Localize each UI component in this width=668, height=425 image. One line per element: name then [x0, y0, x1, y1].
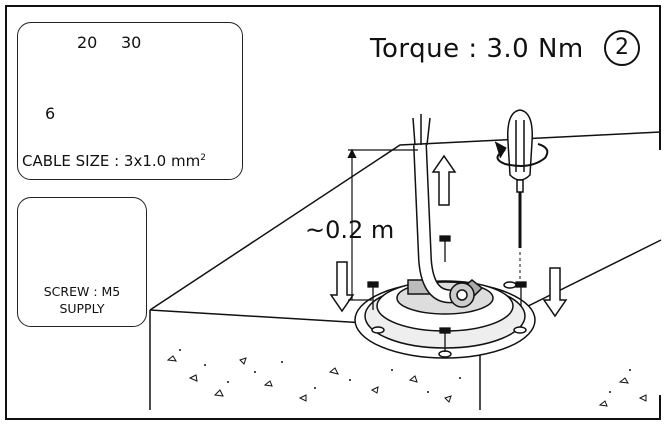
distance-dimension	[347, 148, 418, 301]
screw-icon-base	[367, 235, 527, 352]
distance-label: ~0.2 m	[305, 216, 395, 244]
screw-label-line2: SUPPLY	[59, 301, 105, 316]
cable-size-exponent: 2	[200, 153, 206, 163]
up-arrow-icon	[431, 154, 457, 206]
screw-label-line1: SCREW : M5	[43, 284, 121, 299]
torque-label: Torque : 3.0 Nm	[370, 34, 584, 64]
rotation-arrow-icon	[494, 141, 549, 167]
down-arrow-icon	[329, 261, 568, 318]
cable-size-label: CABLE SIZE : 3x1.0 mm2	[22, 152, 206, 170]
cable-size-text: CABLE SIZE : 3x1.0 mm	[22, 152, 201, 170]
screw-panel	[17, 197, 147, 327]
screw-label: SCREW : M5 SUPPLY	[17, 283, 147, 317]
dimension-label-a: 20	[77, 33, 98, 52]
cable-size-panel	[17, 22, 243, 180]
dimension-label-b: 30	[121, 33, 142, 52]
mounting-base-icon	[354, 114, 536, 359]
dimension-label-c: 6	[45, 104, 56, 123]
step-number-badge: 2	[604, 30, 640, 66]
screwdriver-icon	[507, 109, 533, 280]
